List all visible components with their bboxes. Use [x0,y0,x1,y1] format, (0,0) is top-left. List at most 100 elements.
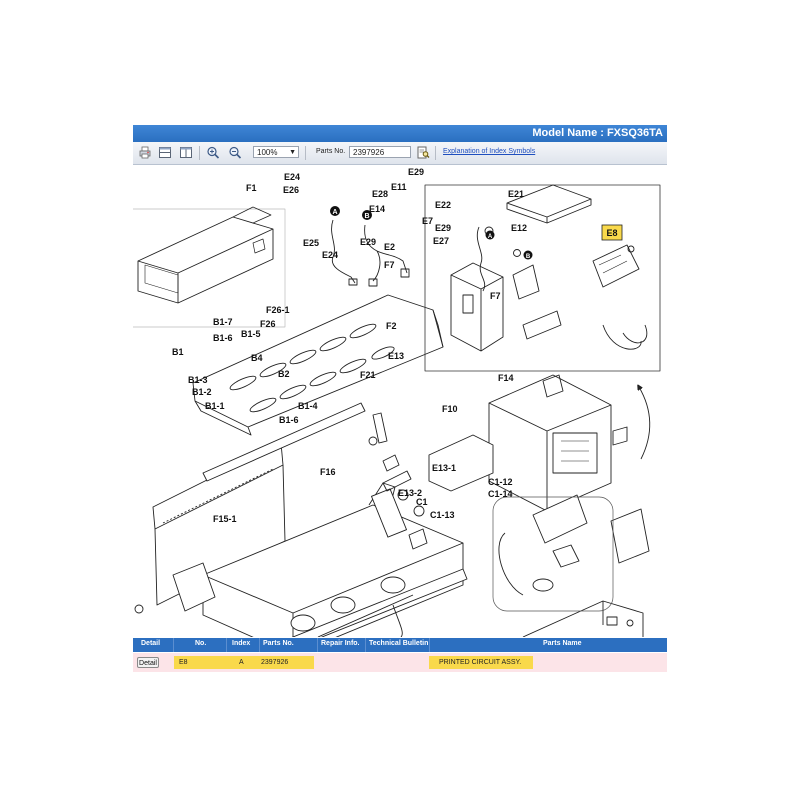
callout-a-marker-inset: A [485,230,495,240]
top-panel-f1 [192,294,444,436]
part-label[interactable]: B1-1 [205,401,225,411]
part-label[interactable]: B1-7 [213,317,233,327]
callout-a-label: A [488,234,493,240]
e8-highlight-box[interactable] [601,224,623,241]
part-label[interactable]: E13-1 [432,463,456,473]
part-label[interactable]: E25 [303,238,319,248]
column-divider [317,638,318,652]
part-label[interactable]: B1-6 [213,333,233,343]
part-label[interactable]: F7 [384,260,395,270]
table-row[interactable]: Detail E8 A 2397926 PRINTED CIRCUIT ASSY… [133,653,667,672]
part-label[interactable]: B4 [251,353,263,363]
highlighted-part-label[interactable]: E8 [606,228,617,238]
column-divider [226,638,227,652]
part-label[interactable]: C1 [416,497,428,507]
part-label[interactable]: E27 [433,236,449,246]
part-label[interactable]: F15-1 [213,514,237,524]
search-document-icon[interactable] [416,146,430,159]
part-label[interactable]: F26-1 [266,305,290,315]
callout-a-label: A [332,209,337,216]
column-divider [365,638,366,652]
horizontal-split-icon[interactable] [158,146,172,159]
rail-f26 [202,402,366,482]
explanation-link[interactable]: Explanation of Index Symbols [443,148,536,155]
part-label[interactable]: E28 [372,189,388,199]
part-label[interactable]: F16 [320,467,336,477]
part-label[interactable]: B1-3 [188,375,208,385]
toolbar-divider [435,146,436,160]
part-label[interactable]: F10 [442,404,458,414]
part-label[interactable]: C1-14 [488,489,513,499]
part-label[interactable]: C1-12 [488,477,513,487]
wiring-harness-b [364,224,410,287]
part-label[interactable]: F1 [246,183,257,193]
part-label[interactable]: F26 [260,319,276,329]
part-label[interactable]: B1-2 [192,387,212,397]
part-label[interactable]: B1-5 [241,329,261,339]
part-label[interactable]: E24 [322,250,338,260]
col-index: Index [232,640,251,647]
chevron-down-icon: ▼ [289,149,296,156]
part-label[interactable]: E11 [391,182,407,192]
cover-f14 [610,508,650,564]
part-label[interactable]: F14 [498,373,514,383]
parts-table-header: Detail No. Index Parts No. Repair Info. … [133,638,667,652]
callout-b-label: B [364,213,369,220]
col-detail: Detail [141,640,161,647]
zoom-in-icon[interactable] [206,146,220,159]
model-name-title: Model Name : FXSQ36TA [532,127,663,139]
row-highlight [429,656,533,669]
parts-no-label: Parts No. [316,148,346,155]
part-label[interactable]: F7 [490,291,501,301]
col-no: No. [195,640,207,647]
part-label[interactable]: E2 [384,242,395,252]
part-label[interactable]: E21 [508,189,524,199]
part-label[interactable]: E24 [284,172,300,182]
zoom-out-icon[interactable] [228,146,242,159]
control-box-inset [424,184,661,372]
col-parts-no: Parts No. [263,640,294,647]
parts-no-input[interactable]: 2397926 [349,146,411,158]
part-label[interactable]: C1-13 [430,510,455,520]
cell-parts-name: PRINTED CIRCUIT ASSY. [439,659,522,666]
column-divider [429,638,430,652]
wiring-harness-a [331,219,358,286]
callout-b-marker-inset: B [523,250,533,260]
part-label[interactable]: E13-2 [398,488,422,498]
printed-circuit-assy-e8 [592,244,640,288]
part-label[interactable]: E7 [422,216,433,226]
part-label[interactable]: E14 [369,204,385,214]
cell-no: E8 [179,659,188,666]
callout-b-marker: B [362,210,372,220]
cell-parts-no: 2397926 [261,659,289,666]
part-label[interactable]: F21 [360,370,376,380]
vertical-split-icon[interactable] [179,146,193,159]
col-technical-bulletin: Technical Bulletin [369,640,429,647]
zoom-value: 100% [257,148,278,157]
drain-pan-c1 [522,600,644,637]
zoom-select[interactable]: 100% ▼ [253,146,299,158]
part-label[interactable]: E22 [435,200,451,210]
toolbar-divider [199,146,200,160]
part-label[interactable]: B1-6 [279,415,299,425]
part-label[interactable]: B1-4 [298,401,318,411]
unit-overview-thumbnail [137,206,274,304]
part-label[interactable]: E29 [408,167,424,177]
detail-button[interactable]: Detail [137,657,159,668]
callout-a-marker: A [330,206,340,216]
part-label[interactable]: E29 [360,237,376,247]
part-label[interactable]: E13 [388,351,404,361]
part-label[interactable]: E29 [435,223,451,233]
column-divider [259,638,260,652]
part-label[interactable]: E26 [283,185,299,195]
printer-icon[interactable] [138,146,152,159]
callout-b-label: B [526,254,531,260]
part-label[interactable]: F2 [386,321,397,331]
part-label[interactable]: E12 [511,223,527,233]
cell-index: A [239,659,244,666]
sensor-assembly-e13 [498,494,588,596]
parts-viewer: Model Name : FXSQ36TA [133,125,667,673]
col-parts-name: Parts Name [543,640,582,647]
part-label[interactable]: B2 [278,369,290,379]
part-label[interactable]: B1 [172,347,184,357]
